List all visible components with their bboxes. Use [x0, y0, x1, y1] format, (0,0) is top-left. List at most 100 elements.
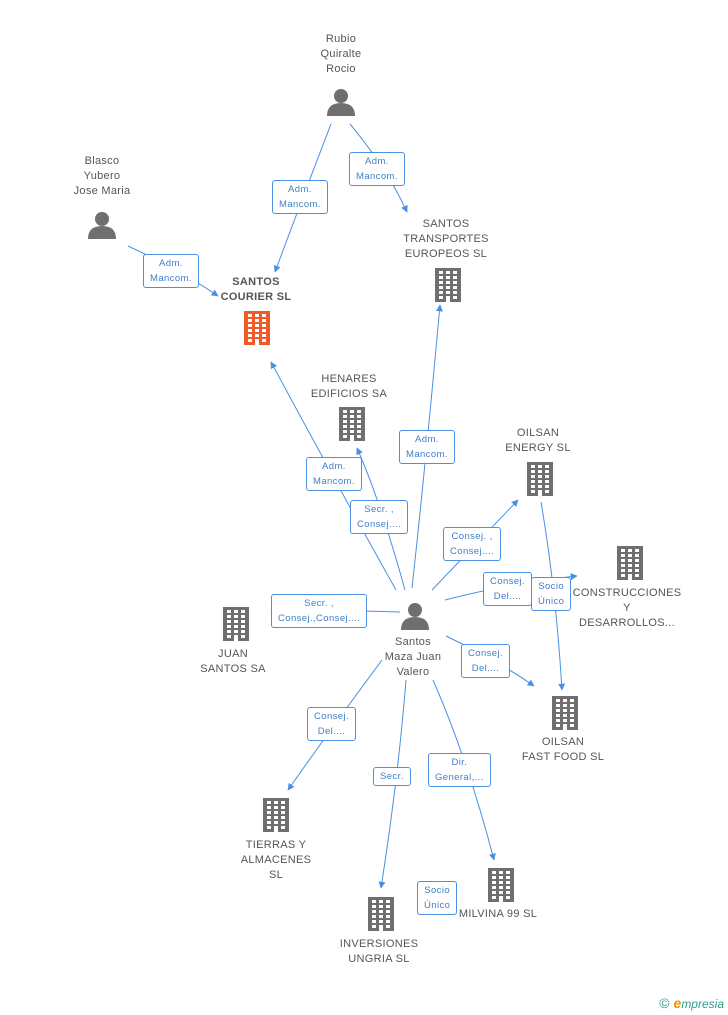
person-icon-santos[interactable] [401, 603, 429, 630]
relation-text: Adm. [365, 156, 389, 167]
relation-label-r2[interactable]: Adm. Mancom. [349, 152, 405, 186]
person-label-santos-line: Santos [394, 636, 432, 648]
company-label-milvina[interactable]: MILVINA 99 SL [459, 907, 537, 922]
company-label-santos_transportes[interactable]: SANTOS TRANSPORTES EUROPEOS SL [403, 217, 489, 262]
building-icon-oilsan_fast[interactable] [552, 696, 578, 730]
relation-label-r6[interactable]: Adm.Mancom. [399, 430, 455, 464]
relation-text: Del.... [471, 663, 500, 674]
relation-label-r12[interactable]: Consej. Del.... [307, 707, 357, 741]
copyright-icon: © [659, 995, 670, 1011]
company-label-santos_courier-line: SANTOS [232, 276, 280, 288]
company-label-santos_transportes-line: TRANSPORTES [403, 233, 489, 245]
person-label-rubio-line: Rocio [326, 63, 356, 75]
relation-label-r5[interactable]: Secr. , Consej.... [350, 500, 409, 534]
building-icon-oilsan_energy[interactable] [527, 462, 553, 496]
relation-label-r8[interactable]: Consej. Del.... [483, 572, 533, 606]
building-icon-tierras[interactable] [263, 798, 289, 832]
relation-text: Del.... [317, 726, 346, 737]
relation-text: Consej.,Consej.... [278, 613, 361, 624]
relation-text: Mancom. [313, 476, 355, 487]
company-label-santos_transportes-line: EUROPEOS SL [404, 248, 488, 260]
relation-label-r11[interactable]: Consej.Del.... [461, 644, 511, 678]
company-label-oilsan_fast[interactable]: OILSAN FAST FOOD SL [522, 735, 604, 765]
company-label-tierras[interactable]: TIERRAS Y ALMACENES SL [241, 838, 312, 883]
company-label-oilsan_fast-line: OILSAN [541, 736, 585, 748]
building-icon-juan_santos[interactable] [223, 607, 249, 641]
building-icon-milvina[interactable] [488, 868, 514, 902]
person-icon-blasco[interactable] [88, 212, 116, 239]
relation-label-r13[interactable]: Secr. [373, 767, 411, 786]
company-label-oilsan_energy[interactable]: OILSAN ENERGY SL [505, 426, 570, 456]
relation-text: Mancom. [150, 273, 192, 284]
relation-text: Secr. , [304, 598, 334, 609]
relation-label-r4[interactable]: Adm. Mancom. [306, 457, 362, 491]
company-label-santos_courier[interactable]: SANTOS COURIER SL [221, 275, 292, 305]
nodes [88, 89, 643, 931]
relation-text: Mancom. [279, 199, 321, 210]
person-label-rubio-line: Quiralte [320, 48, 362, 60]
person-label-blasco-line: Yubero [83, 170, 121, 182]
company-label-construcciones-line: CONSTRUCCIONES [572, 587, 682, 599]
company-label-juan_santos-line: SANTOS SA [200, 663, 266, 675]
relation-label-r14[interactable]: Dir. General,... [428, 753, 491, 787]
relation-text: Socio [538, 581, 565, 592]
building-icon-henares[interactable] [339, 407, 365, 441]
company-label-inversiones-line: UNGRIA SL [348, 953, 410, 965]
relation-text: Adm. [159, 258, 183, 269]
company-label-tierras-line: SL [268, 869, 284, 881]
relation-text: Consej. , [451, 531, 493, 542]
relation-label-r3[interactable]: Adm. Mancom. [143, 254, 199, 288]
relation-text: Del.... [493, 591, 522, 602]
relation-text: Mancom. [356, 171, 398, 182]
relation-text: Único [538, 596, 565, 607]
company-label-tierras-line: ALMACENES [240, 854, 312, 866]
building-icon-construcciones[interactable] [617, 546, 643, 580]
company-label-inversiones[interactable]: INVERSIONES UNGRIA SL [340, 937, 419, 967]
company-label-tierras-line: TIERRAS Y [245, 839, 307, 851]
person-icon-rubio[interactable] [327, 89, 355, 116]
brand-name: mpresia [681, 997, 724, 1011]
relation-text: Socio [424, 885, 451, 896]
building-icon-inversiones[interactable] [368, 897, 394, 931]
relation-text: Secr. [380, 771, 404, 782]
company-label-milvina-line: MILVINA 99 SL [458, 908, 538, 920]
relation-text: Consej. [314, 711, 350, 722]
person-label-santos-line: Valero [396, 666, 430, 678]
relation-text: Consej.... [357, 519, 402, 530]
company-label-oilsan_fast-line: FAST FOOD SL [521, 751, 605, 763]
relation-label-r1[interactable]: Adm.Mancom. [272, 180, 328, 214]
relation-label-r7[interactable]: Consej. , Consej.... [443, 527, 502, 561]
company-label-construcciones-line: Y [623, 602, 631, 614]
person-label-santos-line: Maza Juan [384, 651, 442, 663]
company-label-santos_courier-line: COURIER SL [220, 291, 292, 303]
relation-text: Adm. [322, 461, 346, 472]
relation-label-r10[interactable]: Secr. , Consej.,Consej.... [271, 594, 368, 628]
relation-text: Dir. [451, 757, 468, 768]
brand-footer: © empresia [659, 995, 724, 1011]
relation-text: Adm. [415, 434, 439, 445]
company-label-inversiones-line: INVERSIONES [339, 938, 419, 950]
building-icon-santos_transportes[interactable] [435, 268, 461, 302]
relation-text: General,... [435, 772, 484, 783]
company-label-henares-line: EDIFICIOS SA [310, 388, 388, 400]
building-icon-santos_courier[interactable] [244, 311, 270, 345]
relation-text: Consej.... [450, 546, 495, 557]
brand-initial: e [673, 995, 682, 1011]
relation-text: Secr. , [364, 504, 394, 515]
person-label-blasco-line: Blasco [84, 155, 120, 167]
person-label-rubio-line: Rubio [325, 33, 357, 45]
relation-text: Consej. [490, 576, 526, 587]
company-label-santos_transportes-line: SANTOS [422, 218, 470, 230]
company-label-oilsan_energy-line: ENERGY SL [505, 442, 571, 454]
relation-text: Único [424, 900, 451, 911]
company-label-oilsan_energy-line: OILSAN [516, 427, 560, 439]
person-label-blasco-line: Jose Maria [73, 185, 131, 197]
